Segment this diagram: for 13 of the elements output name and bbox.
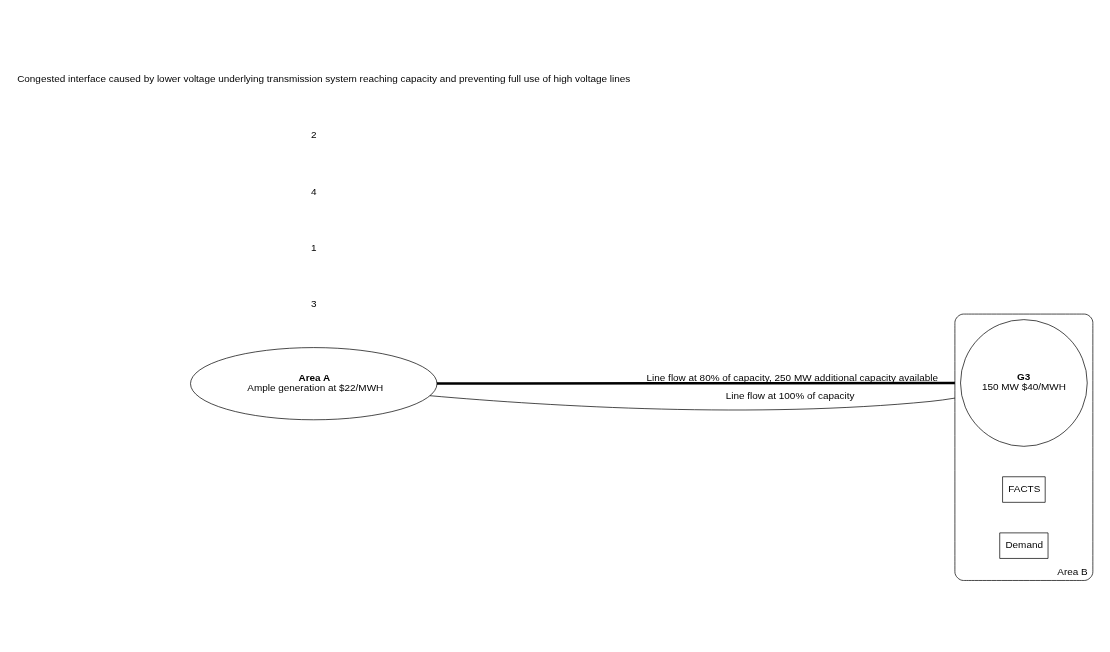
node-box: Demand: [999, 532, 1049, 559]
label: Congested interface caused by lower voltage underlying transmission system reaching capacity and preventing full use of high voltage lines: [17, 72, 631, 84]
edge-label: Line flow at 100% of capacity: [725, 389, 855, 401]
label: 2: [310, 128, 317, 140]
label: 3: [310, 297, 317, 309]
label: 1: [310, 241, 317, 253]
node-circle: G3 150 MW $40/MWH: [960, 318, 1088, 447]
connector: [429, 394, 956, 410]
node-ellipse: Area A Ample generation at $22/MWH: [190, 346, 438, 420]
label: 4: [310, 185, 317, 196]
edge-label: Line flow at 80% of capacity, 250 MW additional capacity available: [646, 371, 939, 383]
node-box: FACTS: [1002, 475, 1046, 503]
connector: [436, 381, 955, 385]
